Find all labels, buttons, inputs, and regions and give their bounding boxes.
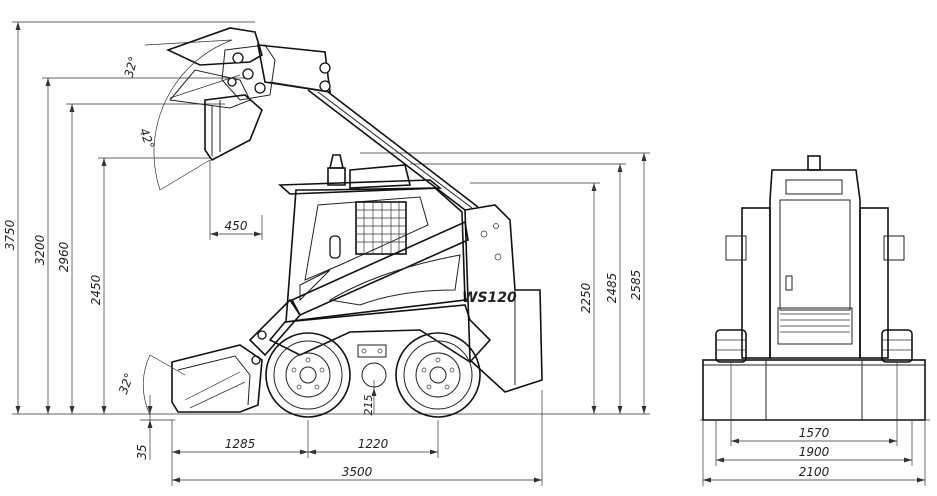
dump-reach-dimension: 450 [209, 160, 263, 240]
raised-lift-arm [257, 44, 479, 211]
width-dimensions: 1570 1900 2100 [702, 362, 926, 486]
ground-rollback-angle: 32° [116, 354, 186, 416]
cab-grille [355, 201, 407, 255]
dim-2450: 2450 [89, 274, 103, 305]
dim-2100: 2100 [799, 465, 830, 479]
rear-wheel [395, 332, 481, 418]
angle-32-bottom: 32° [116, 371, 136, 396]
dim-2585: 2585 [629, 270, 643, 301]
length-dimensions: 1285 1220 3500 [171, 390, 543, 486]
dim-1285: 1285 [225, 437, 256, 451]
front-wheel [265, 332, 351, 418]
height-dimensions-right: 2585 2485 2250 [360, 152, 650, 414]
dim-215: 215 [362, 395, 375, 416]
angle-32-top: 32° [122, 55, 141, 79]
dim-1570: 1570 [799, 426, 830, 440]
dim-1900: 1900 [799, 445, 830, 459]
dim-3750: 3750 [3, 219, 17, 250]
dim-2250: 2250 [579, 282, 593, 313]
bucket-below-ground-dimension: 35 [135, 395, 175, 460]
dim-2485: 2485 [605, 273, 619, 304]
dim-2960: 2960 [57, 241, 71, 272]
angle-42: 42° [137, 126, 157, 151]
dim-450: 450 [225, 219, 248, 233]
dim-35: 35 [135, 444, 149, 459]
height-dimensions-left: 3750 3200 2960 2450 [3, 21, 650, 415]
skid-steer-side-view: WS120 [171, 154, 543, 418]
lowered-bucket [171, 344, 263, 413]
skid-steer-front-view [700, 155, 930, 421]
dim-3500: 3500 [342, 465, 373, 479]
dim-3200: 3200 [33, 234, 47, 265]
dim-1220: 1220 [358, 437, 389, 451]
ground-clearance-dimension: 215 [362, 380, 377, 416]
raised-bucket: 32° 42° [122, 27, 276, 191]
model-label: WS120 [462, 290, 517, 306]
